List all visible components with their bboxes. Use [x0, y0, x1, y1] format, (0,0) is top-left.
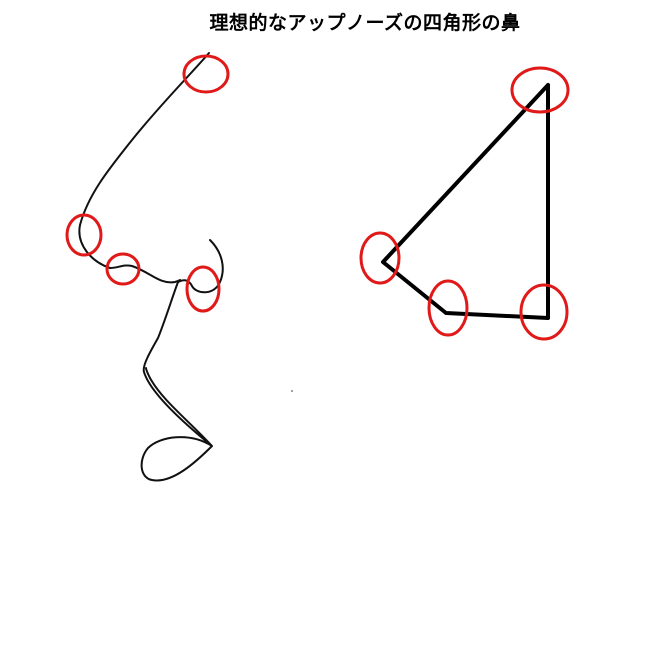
marker-nasal-root: [182, 54, 230, 94]
marker-left-vertex: [359, 231, 401, 285]
profile-bridge-line: [78, 52, 210, 284]
stray-dot: [291, 390, 293, 392]
marker-bottom-left-vertex: [427, 279, 469, 337]
page-title: 理想的なアップノーズの四角形の鼻: [209, 12, 521, 34]
profile-lower-lip-line: [140, 281, 213, 482]
marker-nose-tip: [65, 213, 103, 257]
marker-ala: [185, 265, 221, 313]
nose-profile-sketch: [78, 52, 293, 482]
profile-nostril-curl: [177, 239, 224, 294]
quadrilateral-outline: [381, 83, 550, 320]
marker-columella: [105, 252, 141, 286]
quadrilateral-nose: [381, 83, 550, 320]
marker-top-vertex: [510, 66, 570, 114]
profile-markers: [65, 54, 230, 313]
marker-bottom-right-vertex: [519, 283, 569, 341]
quadrilateral-markers: [359, 66, 570, 341]
